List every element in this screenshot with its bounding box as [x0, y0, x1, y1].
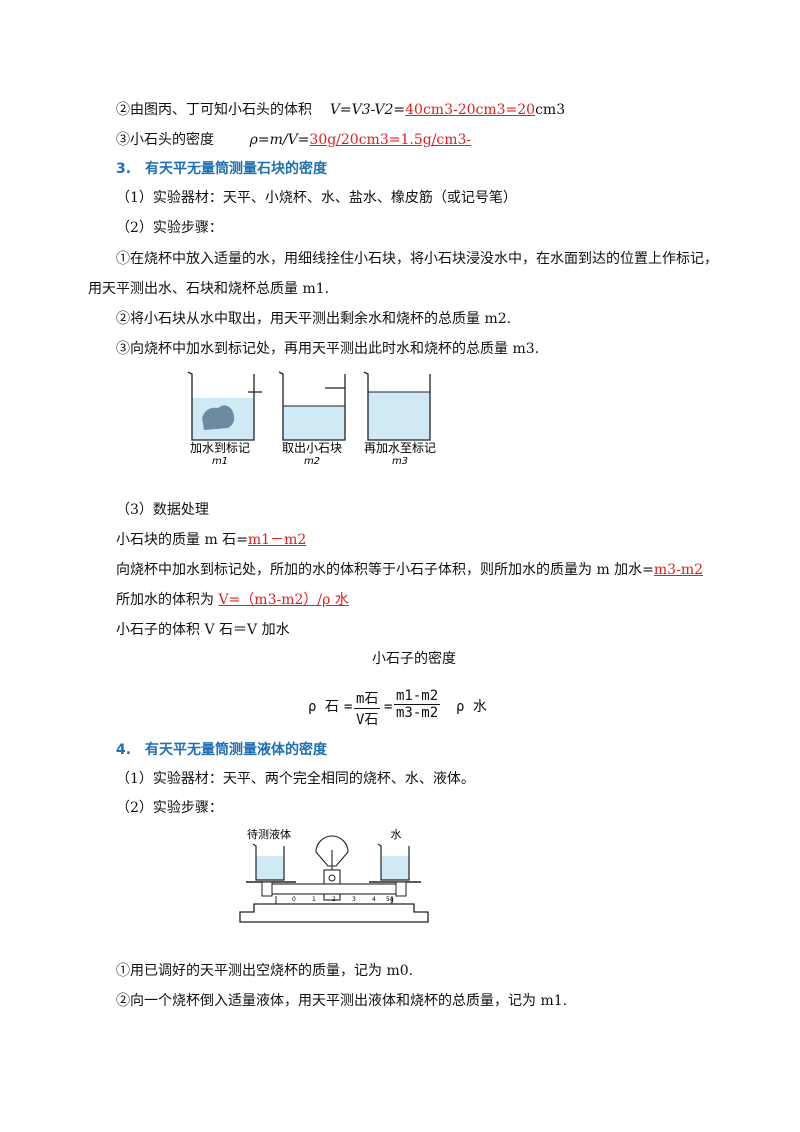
left-beaker-label: 待测液体 [247, 827, 291, 841]
formula-tail: ρ 水 [456, 699, 487, 715]
formula-den1: V石 [356, 712, 379, 728]
volume-line-prefix: 所加水的体积为 [116, 592, 219, 608]
section3-steps-label: （2）实验步骤： [116, 220, 223, 236]
figure-mass-1: m1 [212, 456, 228, 466]
right-beaker [377, 843, 410, 881]
density-formula: ρ 石 = m石 V石 = m1-m2 m3-m2 ρ 水 [308, 688, 488, 728]
added-line-prefix: 向烧杯中加水到标记处，所加的水的体积等于小石子体积，则所加水的质量为 m 加水= [116, 562, 654, 578]
scale-tick-2: 2 [332, 896, 336, 903]
step2-answer: 40cm3-20cm3=20 [405, 102, 536, 118]
density-title: 小石子的密度 [372, 651, 456, 667]
added-line-answer: m3-m2 [653, 562, 704, 578]
formula-eq-1: = [344, 699, 353, 715]
beam-scale [265, 883, 403, 895]
figure-label-2: 取出小石块 [282, 441, 342, 455]
formula-rho: ρ 石 [308, 699, 339, 715]
section3-step3: ③向烧杯中加水到标记处，再用天平测出此时水和烧杯的总质量 m3. [116, 341, 540, 357]
step3-answer: 30g/20cm3=1.5g/cm3- [309, 132, 472, 148]
scale-tick-5: 5g [386, 896, 394, 903]
beaker-figure: 加水到标记 取出小石块 再加水至标记 m1 m2 m3 [187, 371, 436, 466]
section4-materials: （1）实验器材：天平、两个完全相同的烧杯、水、液体。 [116, 771, 475, 787]
section3-materials: （1）实验器材：天平、小烧杯、水、盐水、橡皮筋（或记号笔） [116, 190, 517, 206]
beaker-2 [278, 371, 346, 441]
step3-prefix: ③小石头的密度 [116, 132, 214, 148]
mass-line-prefix: 小石块的质量 m 石= [116, 532, 248, 548]
beaker-1 [187, 371, 262, 441]
stone-icon [202, 405, 235, 430]
left-beaker [252, 843, 285, 881]
section3-title: 3. 有天平无量筒测量石块的密度 [116, 161, 328, 177]
section4-title: 4. 有天平无量筒测量液体的密度 [116, 742, 328, 758]
balance-base [239, 903, 429, 923]
volume-line: 所加水的体积为 V=（m3-m2）/ρ 水 [116, 591, 349, 609]
step2-formula: V=V3-V2= [329, 102, 406, 118]
added-water-line: 向烧杯中加水到标记处，所加的水的体积等于小石子体积，则所加水的质量为 m 加水=… [116, 561, 703, 579]
scale-tick-4: 4 [372, 896, 376, 903]
section3-step1-line2: 用天平测出水、石块和烧杯总质量 m1. [88, 281, 330, 297]
figure-mass-3: m3 [392, 456, 408, 466]
beaker-3 [363, 371, 431, 441]
section3-data-label: （3）数据处理 [116, 502, 209, 518]
section3-step2: ②将小石块从水中取出，用天平测出剩余水和烧杯的总质量 m2. [116, 311, 512, 327]
scale-tick-3: 3 [352, 896, 356, 903]
mass-line-answer: m1－m2 [247, 532, 307, 548]
step2-volume-line: ②由图丙、丁可知小石头的体积 V=V3-V2=40cm3-20cm3=20cm3 [116, 101, 565, 119]
volume-line-answer: V=（m3-m2）/ρ 水 [218, 592, 349, 608]
figure-mass-2: m2 [304, 456, 320, 466]
stone-volume-line: 小石子的体积 V 石＝V 加水 [116, 622, 290, 638]
step2-unit: cm3 [535, 102, 566, 118]
formula-den2: m3-m2 [396, 705, 439, 721]
section4-step1: ①用已调好的天平测出空烧杯的质量，记为 m0. [116, 963, 414, 979]
figure-label-3: 再加水至标记 [364, 441, 436, 455]
section4-steps-label: （2）实验步骤： [116, 800, 223, 816]
scale-tick-0: 0 [292, 896, 296, 903]
section4-step2: ②向一个烧杯倒入适量液体，用天平测出液体和烧杯的总质量，记为 m1. [116, 993, 568, 1009]
balance-figure: 待测液体 水 0 1 2 3 4 5g [239, 827, 429, 923]
formula-num1: m石 [354, 688, 381, 709]
formula-eq-2: = [384, 699, 393, 715]
formula-fraction-2: m1-m2 m3-m2 [394, 688, 441, 721]
step3-formula: ρ=m/V= [249, 132, 310, 148]
section3-step1-line1: ①在烧杯中放入适量的水，用细线拴住小石块，将小石块浸没水中，在水面到达的位置上作… [116, 251, 718, 267]
formula-num2: m1-m2 [394, 688, 441, 705]
scale-tick-1: 1 [312, 896, 316, 903]
step2-prefix: ②由图丙、丁可知小石头的体积 [116, 102, 312, 118]
right-beaker-label: 水 [391, 828, 402, 841]
formula-fraction-1: m石 V石 [354, 688, 381, 729]
figure-label-1: 加水到标记 [190, 441, 250, 455]
step3-density-line: ③小石头的密度 ρ=m/V=30g/20cm3=1.5g/cm3- [116, 131, 471, 149]
mass-line: 小石块的质量 m 石=m1－m2 [116, 531, 306, 549]
